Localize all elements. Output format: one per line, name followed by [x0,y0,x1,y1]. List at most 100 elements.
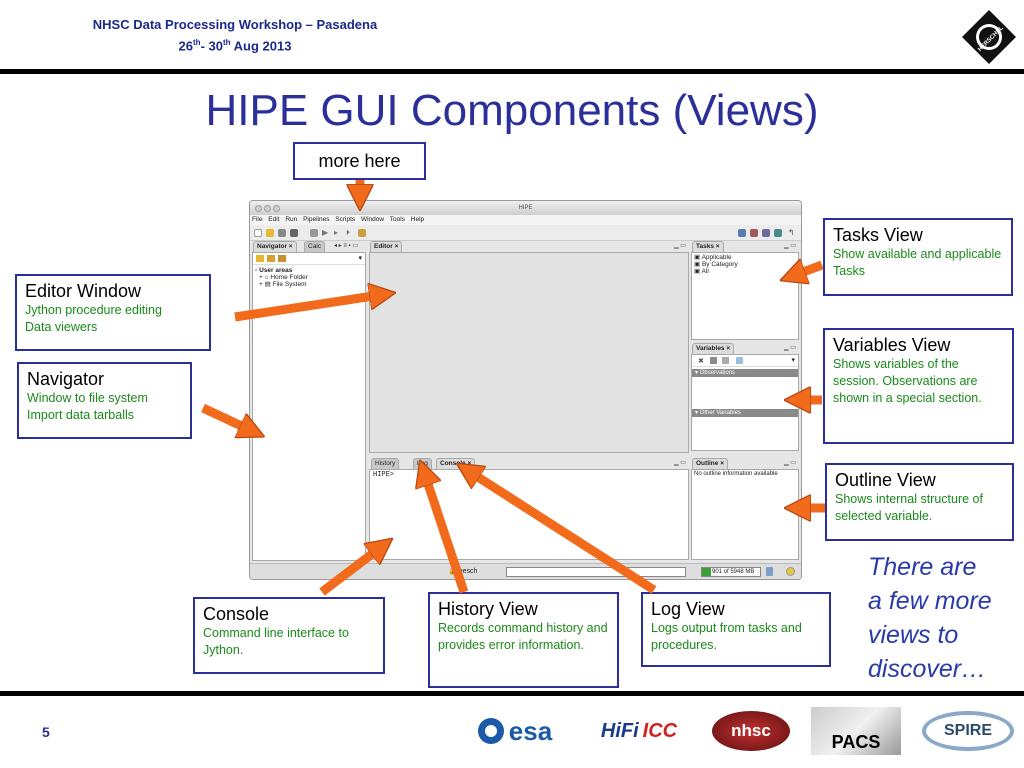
outline-minmax[interactable]: ▁ ▭ [784,460,796,466]
esa-logo-text: esa [508,715,553,746]
toolbar: ▶ ▸ ⏵ ↰ [250,225,801,241]
task-by-category[interactable]: ▣ By Category [694,261,738,268]
tree-home-folder[interactable]: + ⌂ Home Folder [259,274,308,281]
edit-icon[interactable] [358,229,366,237]
run-icon[interactable]: ▶ [322,228,329,237]
tasks-arrow [795,265,824,275]
variables-view-callout: Variables View Shows variables of the se… [823,328,1014,444]
step-icon[interactable]: ▸ [334,228,339,237]
pacs-logo: PACS [808,706,904,756]
stop-icon[interactable] [310,229,318,237]
refresh-folder-icon[interactable] [267,255,275,262]
tasks-callout-desc: Show available and applicable Tasks [833,247,1002,278]
navigator-menu-icon[interactable]: ▾ [358,255,362,262]
other-variables-section[interactable]: ▾ Other Variables [692,409,798,417]
tab-calc[interactable]: Calc [304,241,326,252]
progress-bar [506,567,686,577]
top-rule [0,69,1024,74]
navigator-tree: ▫ User areas + ⌂ Home Folder + ▤ File Sy… [253,265,365,290]
tab-editor[interactable]: Editor × [370,241,403,252]
tree-user-areas[interactable]: ▫ User areas [255,267,293,274]
menu-tools[interactable]: Tools [389,216,405,223]
perspective-home-icon[interactable] [738,229,746,237]
zoom-window-button[interactable] [273,205,280,212]
variables-callout-desc: Shows variables of the session. Observat… [833,357,982,405]
editor-callout-heading: Editor Window [25,281,142,301]
menu-help[interactable]: Help [410,216,425,223]
variables-callout-heading: Variables View [833,335,951,355]
tasks-view-callout: Tasks View Show available and applicable… [823,218,1013,296]
back-arrow-icon[interactable]: ↰ [788,228,795,237]
tab-navigator[interactable]: Navigator × [253,241,297,252]
tasks-minmax[interactable]: ▁ ▭ [784,243,796,249]
bottom-rule [0,691,1024,696]
history-view-callout: History View Records command history and… [428,592,619,688]
herschel-logo: HERSCHEL [960,8,1018,66]
nav-tab-controls[interactable]: ◂ ▸ ≡ ▪ ▭ [334,243,358,249]
observations-section[interactable]: ▾ Observations [692,369,798,377]
tab-history[interactable]: History [371,458,400,469]
navigator-toolbar: ▾ [253,253,365,265]
open-folder-icon[interactable] [266,229,274,237]
minimize-window-button[interactable] [264,205,271,212]
editor-arrow [234,295,380,322]
history-arrow [425,475,469,594]
hipe-window-title: HIPE [518,205,533,211]
perspective-search-icon[interactable] [762,229,770,237]
tab-tasks[interactable]: Tasks × [692,241,724,252]
variables-toolbar: ✖ ▾ [692,355,798,367]
menu-file[interactable]: File [252,216,263,223]
pacs-logo-text: PACS [811,707,901,755]
variables-panel: ✖ ▾ ▾ Observations ▾ Other Variables [691,354,799,451]
navigator-callout-line2: Import data tarballs [27,408,134,422]
menu-pipelines[interactable]: Pipelines [303,216,330,223]
variables-minmax[interactable]: ▁ ▭ [784,345,796,351]
save-icon[interactable] [278,229,286,237]
tab-outline[interactable]: Outline × [692,458,728,469]
tab-variables[interactable]: Variables × [692,343,735,354]
tree-file-system[interactable]: + ▤ File System [259,281,307,288]
navigator-callout-line1: Window to file system [27,391,148,405]
perspective-monitor-icon[interactable] [774,229,782,237]
nhsc-logo: nhsc [710,708,792,754]
header-line1: NHSC Data Processing Workshop – Pasadena [92,17,378,32]
status-bar: 🔒 besch 901 of 5948 MB [250,563,801,579]
editor-panel[interactable] [369,252,689,453]
menu-window[interactable]: Window [360,216,385,223]
log-callout-desc: Logs output from tasks and procedures. [651,621,802,652]
perspective-data-icon[interactable] [750,229,758,237]
sort-icon[interactable] [710,357,717,364]
console-callout: Console Command line interface to Jython… [193,597,385,674]
garbage-collect-icon[interactable] [766,567,773,576]
navigator-arrow [201,403,250,430]
editor-callout-line1: Jython procedure editing [25,303,162,317]
menu-scripts[interactable]: Scripts [335,216,356,223]
console-callout-desc: Command line interface to Jython. [203,626,349,657]
memory-indicator[interactable]: 901 of 5948 MB [701,567,761,577]
import-icon[interactable] [278,255,286,262]
log-view-callout: Log View Logs output from tasks and proc… [641,592,831,667]
print-icon[interactable] [290,229,298,237]
menu-run[interactable]: Run [285,216,298,223]
task-applicable[interactable]: ▣ Applicable [694,254,732,261]
add-folder-icon[interactable] [256,255,264,262]
view-icon[interactable] [736,357,743,364]
log-arrow [470,472,657,594]
menu-edit[interactable]: Edit [268,216,280,223]
variables-menu-icon[interactable]: ▾ [791,357,795,364]
navigator-callout: Navigator Window to file system Import d… [17,362,192,439]
console-minmax[interactable]: ▁ ▭ [674,460,686,466]
task-all[interactable]: ▣ All [694,268,709,275]
filter-icon[interactable] [722,357,729,364]
navigator-callout-heading: Navigator [27,369,105,389]
discover-line3: views to [868,621,959,649]
close-window-button[interactable] [255,205,262,212]
delete-variable-icon[interactable]: ✖ [698,358,704,365]
editor-callout-line2: Data viewers [25,320,98,334]
outline-text: No outline information available [694,471,778,477]
status-light-icon [786,567,795,576]
editor-minmax[interactable]: ▁ ▭ [674,243,686,249]
run-all-icon[interactable]: ⏵ [346,228,350,237]
new-file-icon[interactable] [254,229,262,237]
